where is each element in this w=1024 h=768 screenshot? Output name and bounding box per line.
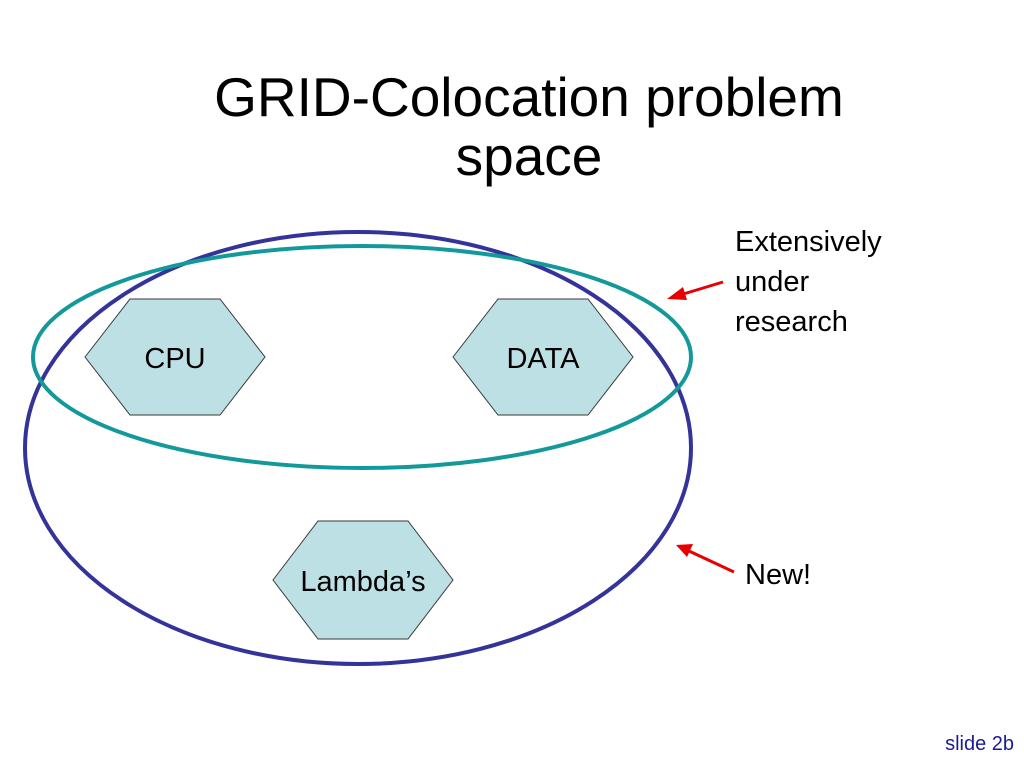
- slide-title: GRID-Colocation problem space: [0, 66, 1024, 188]
- new-space-ellipse: [23, 230, 693, 666]
- data-hexagon: [452, 298, 634, 416]
- new-arrow: [676, 544, 735, 574]
- research-arrow-head: [667, 287, 687, 300]
- lambdas-hexagon: [272, 520, 454, 640]
- slide-title-line-2: space: [455, 125, 603, 188]
- cpu-label: CPU: [144, 343, 205, 375]
- new-arrow-head: [676, 544, 693, 557]
- research-callout-line-3: research: [735, 306, 848, 338]
- new-arrow-shaft: [688, 549, 735, 574]
- data-node: DATA: [452, 298, 634, 416]
- research-callout: Extensively under research: [735, 222, 882, 342]
- new-callout: New!: [745, 559, 812, 591]
- cpu-hexagon: [84, 298, 266, 416]
- lambdas-label: Lambda’s: [300, 566, 425, 598]
- slide-number: slide 2b: [945, 733, 1014, 755]
- research-arrow: [667, 280, 724, 300]
- research-callout-line-2: under: [735, 266, 810, 298]
- cpu-node: CPU: [84, 298, 266, 416]
- data-label: DATA: [506, 343, 580, 375]
- research-callout-line-1: Extensively: [735, 226, 882, 258]
- research-arrow-shaft: [679, 280, 724, 297]
- researched-space-ellipse: [31, 244, 693, 470]
- slide-title-line-1: GRID-Colocation problem: [214, 66, 844, 128]
- lambdas-node: Lambda’s: [272, 520, 454, 640]
